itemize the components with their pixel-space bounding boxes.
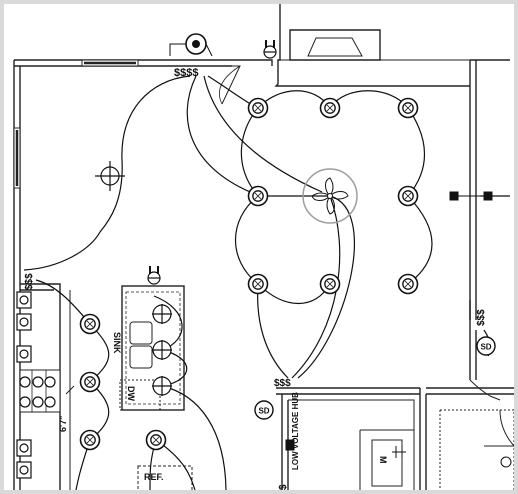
recessed-light-icon [397,273,419,295]
switch-icon: $$$ [476,309,487,326]
recessed-light-icon [79,371,101,393]
recessed-light-icon [247,97,269,119]
smoke-detector-icon: SD [254,400,274,420]
recessed-light-icon [319,97,341,119]
duplex-outlet-icon [147,266,161,285]
recessed-light-icon [319,273,341,295]
low-voltage-hub-icon [285,439,512,468]
recessed-light-icon [247,273,269,295]
duplex-outlet-icon [16,291,56,479]
dimension-label: 6'7" [58,416,68,432]
svg-text:SD: SD [480,343,491,352]
ceiling-fan-icon [302,168,358,224]
dishwasher-label: DW [126,386,136,401]
microwave-label: M [378,456,388,464]
refrigerator-label: REF. [144,472,164,482]
recessed-light-icon [397,97,419,119]
pendant-light-icon [152,304,172,396]
switch-icon: $$$ [274,378,291,389]
switch-icon: $ [278,484,289,490]
recessed-light-icon [397,185,419,207]
duplex-outlet-icon [449,191,493,201]
svg-text:SD: SD [258,407,269,416]
switch-icon: $$$$ [174,67,198,79]
svg-text:$$$: $$$ [476,309,487,326]
smoke-detector-icon: SD [476,336,496,356]
recessed-light-icon [247,185,269,207]
recessed-light-icon [79,313,101,335]
svg-text:$: $ [278,484,289,490]
electrical-floor-plan: SD SD $$$$ $$$ $$$ $$$ $ [13,4,514,490]
low-voltage-hub-label: LOW VOLTAGE HUB [291,392,300,470]
receptacle-icon [169,33,213,57]
svg-text:$$$: $$$ [24,273,35,290]
switch-icon: $$$ [24,273,35,290]
duplex-outlet-icon [263,40,277,59]
recessed-light-icon [79,429,101,451]
pendant-light-icon [95,161,125,191]
svg-text:$$$$: $$$$ [174,67,198,79]
svg-text:$$$: $$$ [274,378,291,389]
sink-label: SINK [112,332,122,354]
recessed-light-icon [145,429,167,451]
